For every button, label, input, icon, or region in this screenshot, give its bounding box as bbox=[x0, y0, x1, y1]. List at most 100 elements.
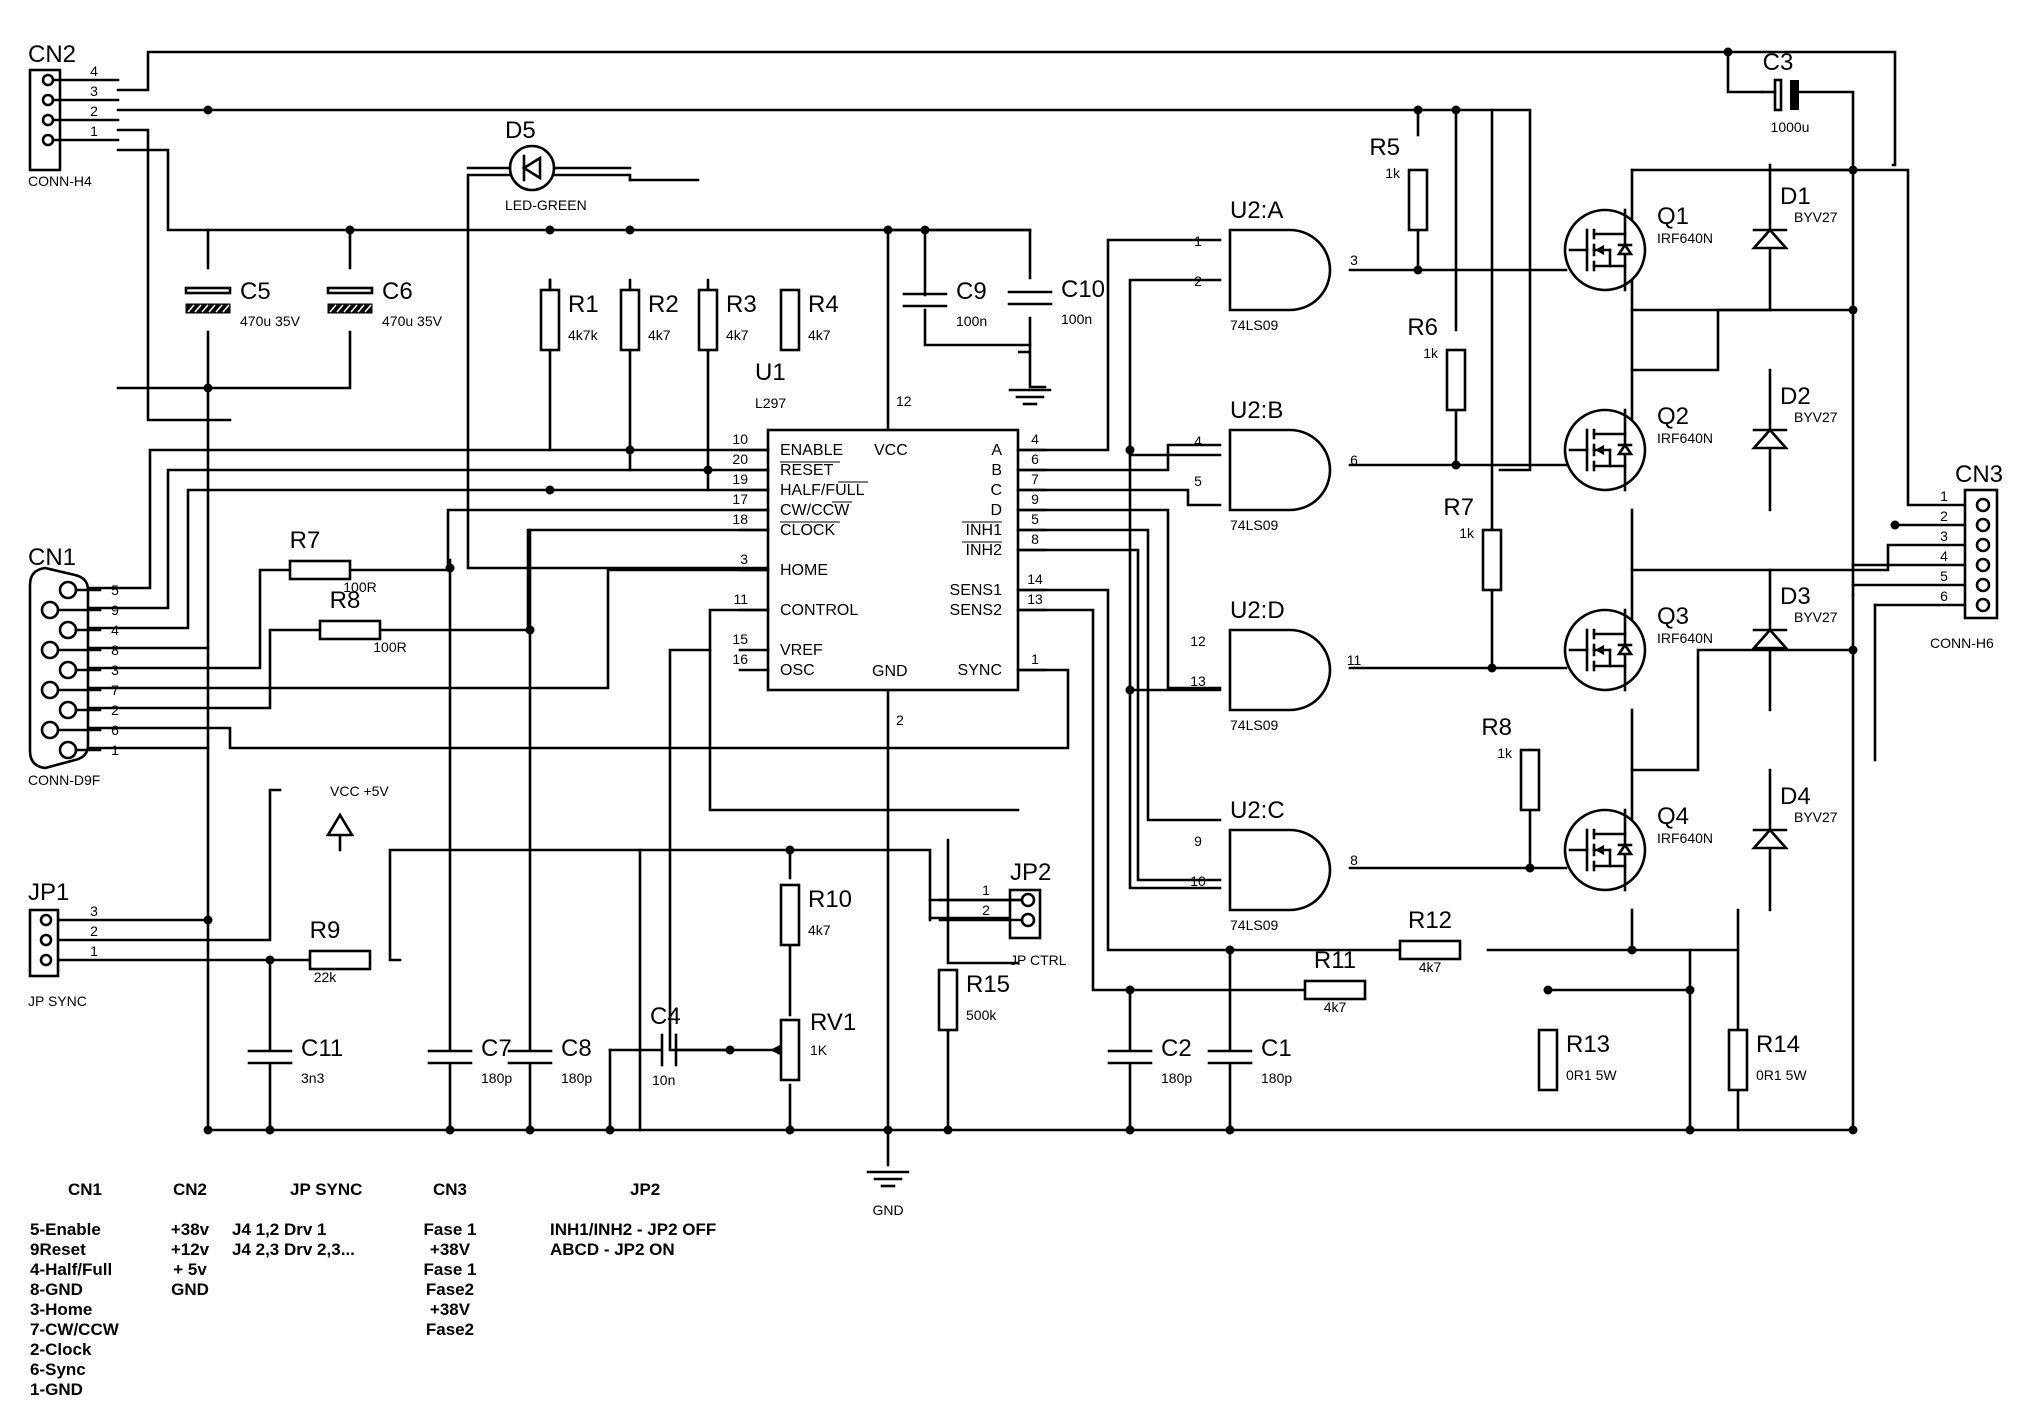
legend-line: 2-Clock bbox=[30, 1340, 92, 1359]
hatch bbox=[343, 304, 351, 313]
wire bbox=[1016, 508, 1222, 690]
hatch bbox=[364, 304, 372, 313]
junction-dot bbox=[1848, 305, 1858, 315]
capacitor-value: 470u 35V bbox=[382, 313, 443, 329]
pin-number: 3 bbox=[740, 551, 748, 567]
led-value: LED-GREEN bbox=[505, 197, 587, 213]
junction-dot bbox=[265, 955, 275, 965]
junction-dot bbox=[625, 445, 635, 455]
wire bbox=[946, 838, 1020, 965]
capacitor-value: 180p bbox=[561, 1070, 592, 1086]
pin-hole bbox=[1975, 597, 1991, 613]
legend-line: Fase 1 bbox=[424, 1220, 477, 1239]
diode-value: BYV27 bbox=[1794, 409, 1838, 425]
resistor-value: 4k7k bbox=[568, 327, 599, 343]
pin-number: 4 bbox=[90, 63, 98, 79]
hatch bbox=[208, 304, 216, 313]
hatch bbox=[194, 304, 202, 313]
connector-value: CONN-H6 bbox=[1930, 635, 1994, 651]
capacitor-ref: C8 bbox=[561, 1035, 592, 1062]
pin-hole bbox=[40, 680, 60, 700]
mosfet-value: IRF640N bbox=[1657, 230, 1713, 246]
resistor-value: 0R1 5W bbox=[1756, 1067, 1807, 1083]
gate-ref: U2:A bbox=[1230, 197, 1283, 224]
resistor-ref: R6 bbox=[1407, 314, 1438, 341]
resistor-body bbox=[1481, 528, 1503, 592]
pin-number: 5 bbox=[111, 582, 119, 598]
junction-dot bbox=[445, 563, 455, 573]
junction-dot bbox=[883, 225, 893, 235]
pin-number: 5 bbox=[1031, 511, 1039, 527]
capacitor-ref: C5 bbox=[240, 278, 271, 305]
capacitor-ref: C7 bbox=[481, 1035, 512, 1062]
legend-line: 8-GND bbox=[30, 1280, 83, 1299]
pin-name: CLOCK bbox=[780, 522, 835, 539]
resistor-body bbox=[1519, 748, 1541, 812]
junction-dot bbox=[1225, 1125, 1235, 1135]
arrow bbox=[1595, 445, 1604, 455]
pin-number: 18 bbox=[732, 511, 748, 527]
resistor-value: 22k bbox=[314, 969, 338, 985]
resistor-ref: R7 bbox=[1443, 494, 1474, 521]
junction-dot bbox=[1451, 460, 1461, 470]
pin-number: 2 bbox=[1940, 508, 1948, 524]
pin-number: 13 bbox=[1027, 591, 1043, 607]
junction-dot bbox=[725, 1045, 735, 1055]
wire bbox=[56, 788, 282, 942]
pin-hole bbox=[41, 113, 55, 127]
resistor-value: 4k7 bbox=[808, 327, 831, 343]
arrow bbox=[1595, 845, 1604, 855]
body-diode bbox=[1616, 442, 1634, 456]
pin-name: B bbox=[991, 462, 1002, 479]
gate-ref: U2:B bbox=[1230, 397, 1283, 424]
pin-number: 8 bbox=[111, 642, 119, 658]
resistor-body bbox=[1303, 979, 1367, 1001]
pin-number: 6 bbox=[1031, 451, 1039, 467]
vcc-label: VCC +5V bbox=[330, 783, 389, 799]
pin-hole bbox=[39, 953, 53, 967]
pin-hole bbox=[39, 933, 53, 947]
resistor-value: 500k bbox=[966, 1007, 997, 1023]
pin-hole bbox=[1975, 497, 1991, 513]
pin-number: 2 bbox=[90, 103, 98, 119]
hatch bbox=[350, 304, 358, 313]
resistor-body bbox=[1445, 348, 1467, 412]
resistor-ref: R5 bbox=[1369, 134, 1400, 161]
connector-ref: CN3 bbox=[1955, 461, 2003, 488]
pinout-legend: CN15-Enable9Reset4-Half/Full8-GND3-Home7… bbox=[30, 1180, 716, 1399]
resistor-body bbox=[1407, 168, 1429, 232]
plate bbox=[184, 286, 232, 295]
wire bbox=[116, 330, 352, 390]
gate-pin: 11 bbox=[1347, 652, 1362, 668]
wire bbox=[116, 148, 1032, 280]
components: 4321CN2CONN-H4594837261CN1CONN-D9F321JP1… bbox=[28, 41, 2003, 1218]
pin-number: 3 bbox=[90, 903, 98, 919]
capacitor-value: 3n3 bbox=[301, 1070, 325, 1086]
capacitor-value: 100n bbox=[956, 313, 987, 329]
wire bbox=[1016, 443, 1222, 472]
resistor-body bbox=[697, 288, 719, 352]
gate-pin: 6 bbox=[1350, 452, 1358, 468]
capacitor-c11: C11 3n3 bbox=[247, 1035, 343, 1086]
legend-line: 4-Half/Full bbox=[30, 1260, 112, 1279]
legend-line: GND bbox=[171, 1280, 209, 1299]
pin-number: 2 bbox=[896, 712, 904, 728]
pin-number: 10 bbox=[732, 431, 748, 447]
hatch bbox=[187, 304, 195, 313]
mosfet-ref: Q3 bbox=[1657, 603, 1689, 630]
pin-name: INH2 bbox=[966, 542, 1003, 559]
legend-line: ABCD - JP2 ON bbox=[550, 1240, 675, 1259]
capacitor-ref: C11 bbox=[301, 1035, 343, 1062]
hatch bbox=[329, 304, 337, 313]
resistor-ref: R1 bbox=[568, 291, 599, 318]
resistor-body bbox=[1537, 1028, 1559, 1092]
wire bbox=[1128, 448, 1222, 457]
